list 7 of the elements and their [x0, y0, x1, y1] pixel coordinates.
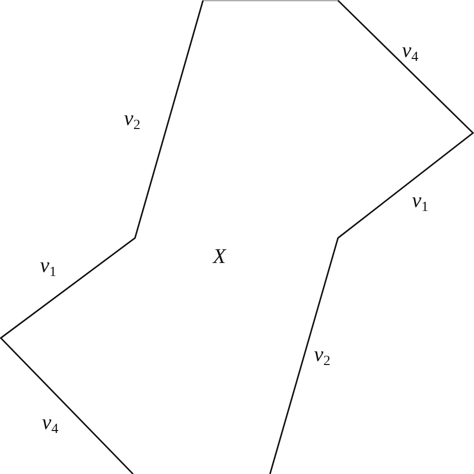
- side-label: v$_{2}$: [314, 344, 330, 369]
- region-label: X: [213, 246, 226, 267]
- side-label: v$_{1}$: [412, 190, 428, 215]
- side-label: v$_{4}$: [402, 40, 418, 65]
- side-label: v$_{1}$: [40, 255, 56, 280]
- side-label: v$_{4}$: [42, 412, 58, 437]
- side-label: v$_{2}$: [124, 108, 140, 133]
